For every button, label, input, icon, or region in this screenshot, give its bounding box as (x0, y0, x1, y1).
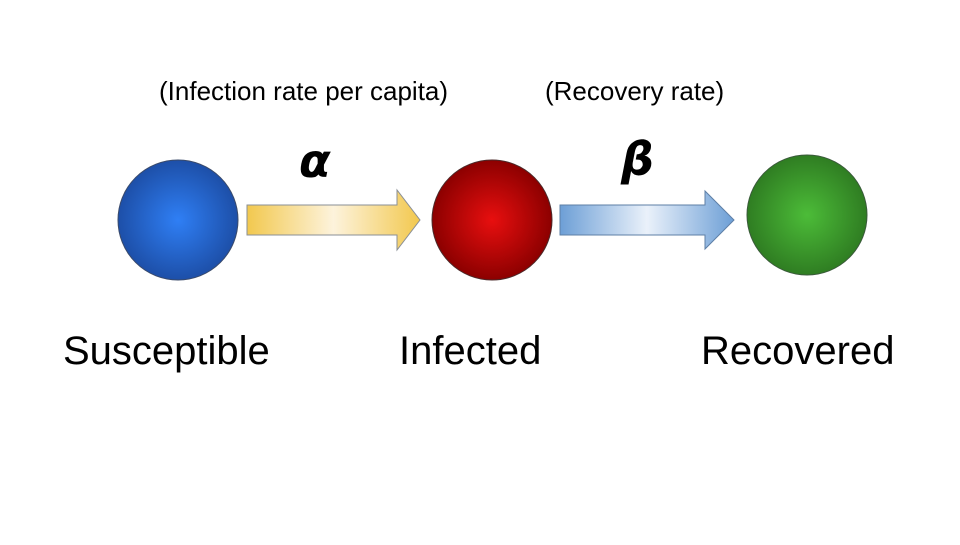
recovered-node (746, 154, 868, 276)
recovery-rate-description: (Recovery rate) (545, 76, 725, 106)
recovery-rate-symbol: β (621, 132, 654, 186)
infected-node (431, 159, 553, 281)
susceptible-label: Susceptible (63, 329, 270, 373)
infection-arrow (246, 188, 421, 252)
recovered-label: Recovered (701, 329, 895, 373)
susceptible-node (117, 159, 239, 281)
infection-rate-symbol: α (299, 134, 331, 188)
infection-rate-description: (Infection rate per capita) (159, 76, 449, 106)
recovery-arrow (559, 189, 735, 251)
infected-label: Infected (399, 329, 542, 373)
